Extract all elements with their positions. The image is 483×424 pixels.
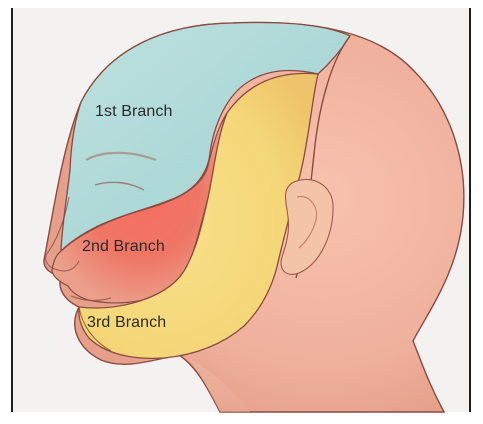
label-2nd-branch: 2nd Branch xyxy=(82,238,165,255)
label-3rd-branch: 3rd Branch xyxy=(87,314,166,331)
label-1st-branch: 1st Branch xyxy=(95,103,172,120)
